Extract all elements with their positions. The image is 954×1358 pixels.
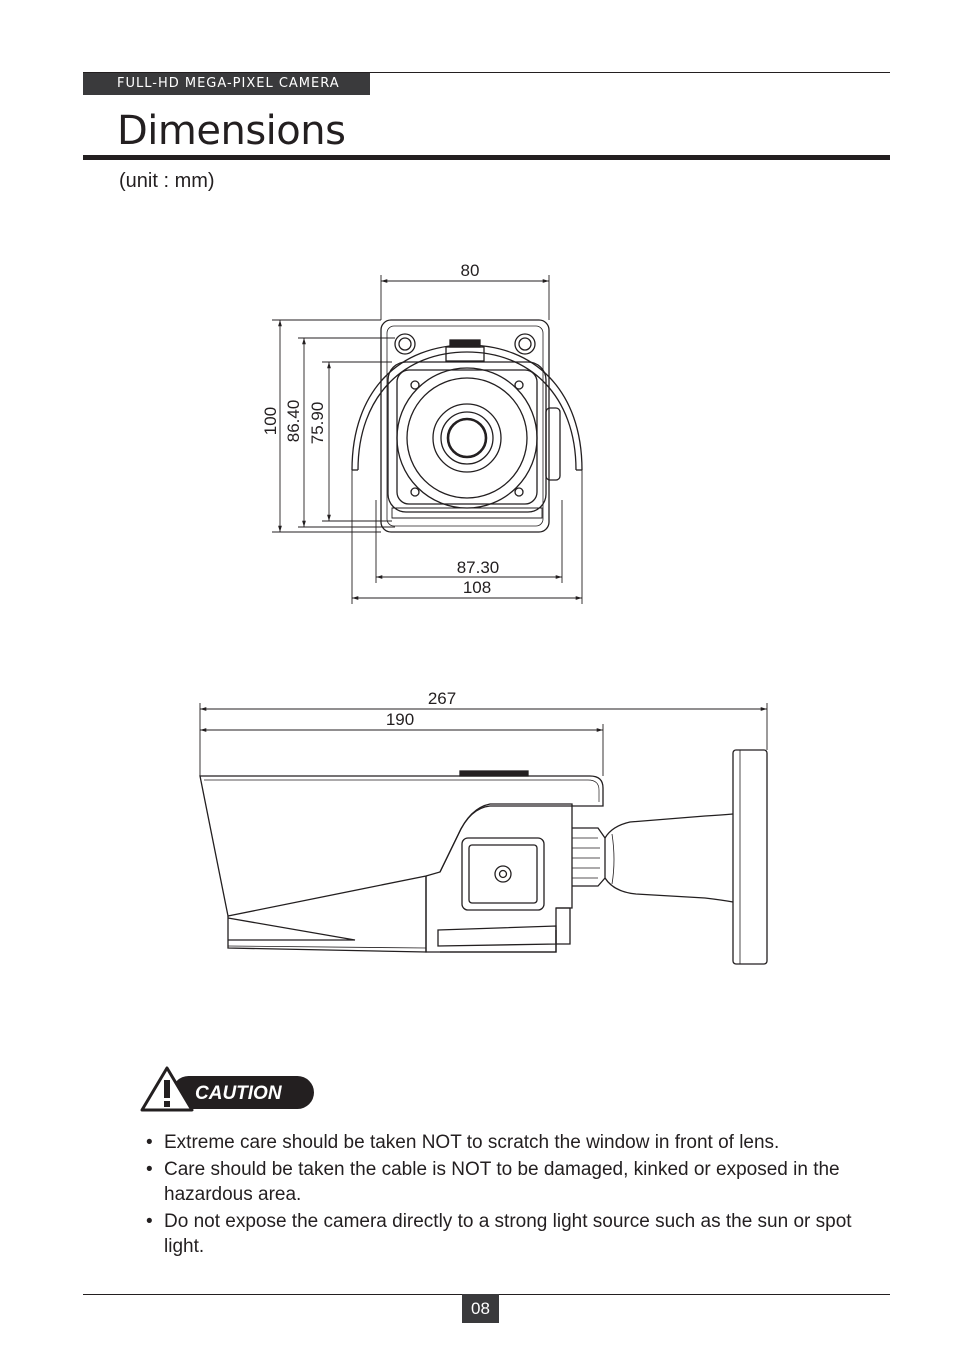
unit-note: (unit : mm) (119, 170, 215, 192)
caution-item: Care should be taken the cable is NOT to… (146, 1157, 866, 1208)
caution-list: Extreme care should be taken NOT to scra… (146, 1130, 866, 1261)
dim-width-outer: 108 (463, 578, 491, 597)
dim-height-inner: 75.90 (308, 402, 327, 445)
dim-length-total: 267 (428, 689, 456, 708)
caution-label: CAUTION (195, 1083, 283, 1104)
front-view-drawing (351, 319, 583, 533)
title-rule (83, 155, 890, 160)
front-view-dimensions (272, 275, 583, 604)
side-view-dimensions (199, 703, 768, 776)
dim-width-inner: 87.30 (457, 558, 500, 577)
caution-item: Extreme care should be taken NOT to scra… (146, 1130, 866, 1156)
caution-item: Do not expose the camera directly to a s… (146, 1209, 866, 1260)
dim-length-body: 190 (386, 710, 414, 729)
header-tab: FULL-HD MEGA-PIXEL CAMERA (83, 73, 370, 95)
side-view-drawing (199, 749, 768, 965)
dim-width-top: 80 (461, 261, 480, 280)
top-rule (83, 72, 890, 73)
caution-badge: CAUTION (140, 1066, 314, 1112)
dim-height-outer: 100 (261, 407, 280, 435)
dim-height-mid: 86.40 (284, 400, 303, 443)
page-number: 08 (462, 1294, 499, 1323)
page-title: Dimensions (117, 108, 346, 154)
